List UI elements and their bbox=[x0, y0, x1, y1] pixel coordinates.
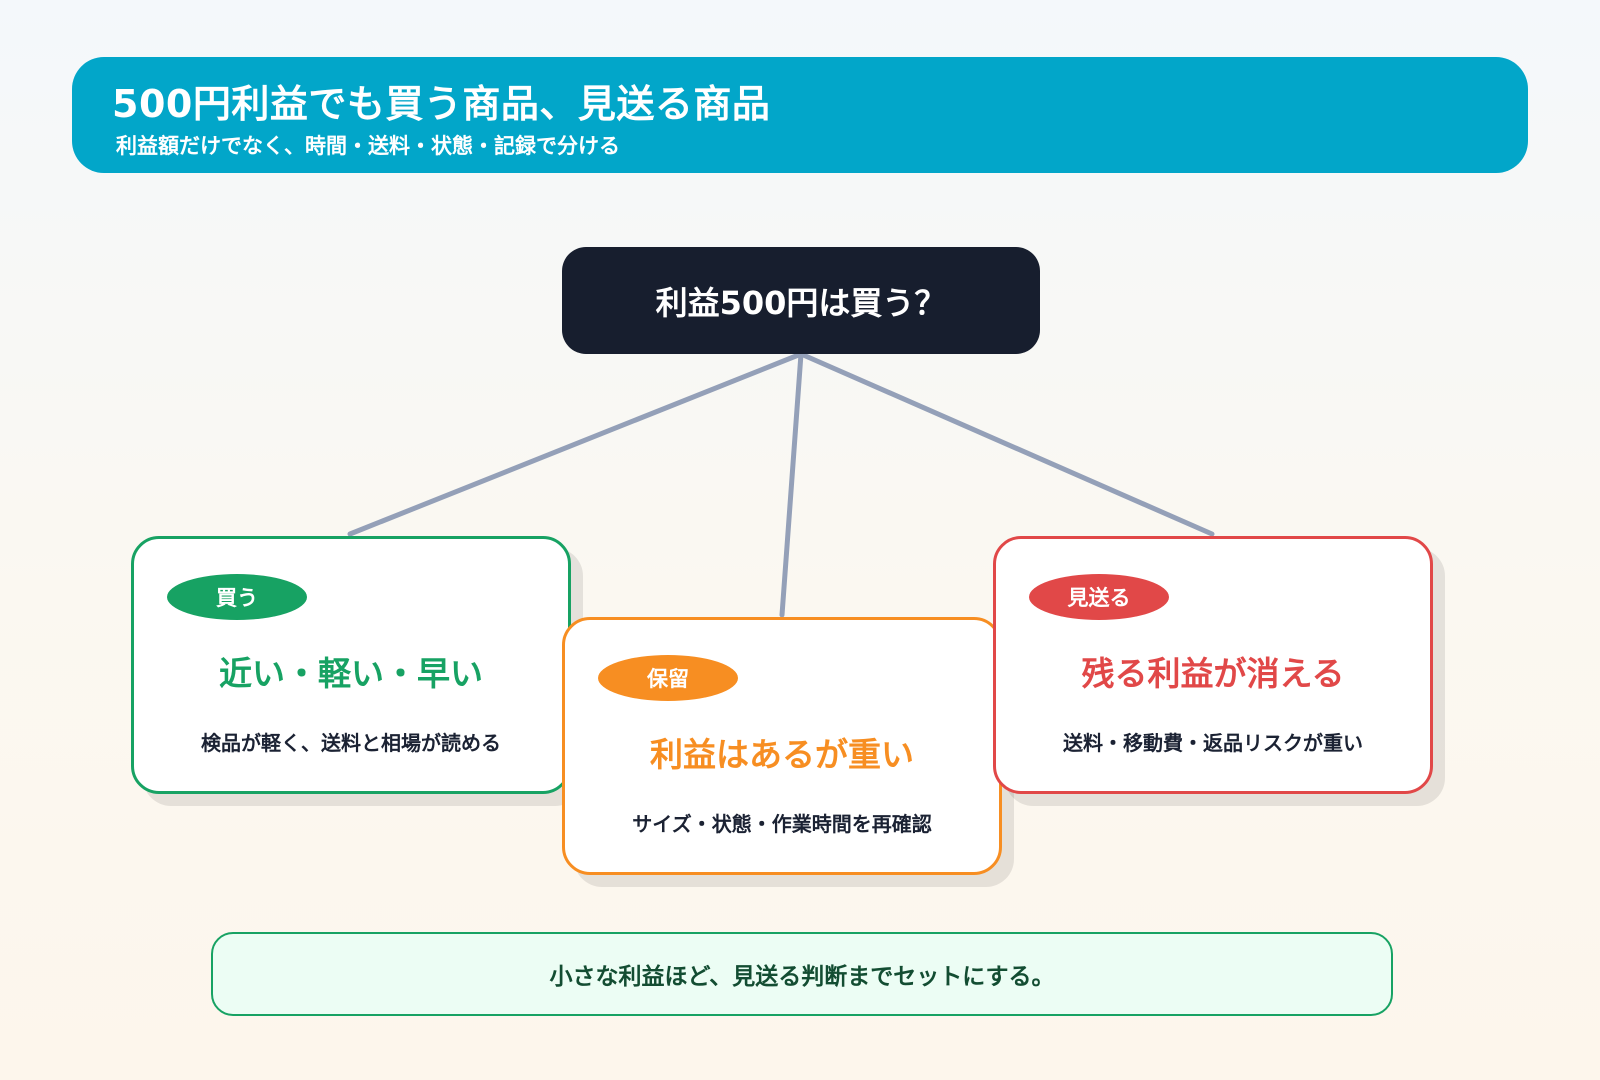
question-node: 利益500円は買う？ bbox=[562, 247, 1040, 354]
card-hold-detail: サイズ・状態・作業時間を再確認 bbox=[632, 812, 932, 836]
card-skip: 見送る 残る利益が消える 送料・移動費・返品リスクが重い bbox=[993, 536, 1433, 794]
card-buy-detail: 検品が軽く、送料と相場が読める bbox=[201, 731, 501, 755]
card-buy-headline: 近い・軽い・早い bbox=[219, 654, 483, 693]
card-skip-detail: 送料・移動費・返品リスクが重い bbox=[1063, 731, 1363, 755]
connector-to-buy bbox=[347, 351, 804, 537]
card-hold-headline: 利益はあるが重い bbox=[650, 735, 914, 774]
connector-to-hold bbox=[779, 351, 804, 618]
card-buy: 買う 近い・軽い・早い 検品が軽く、送料と相場が読める bbox=[131, 536, 571, 794]
card-skip-headline: 残る利益が消える bbox=[1081, 654, 1345, 693]
header-banner: 500円利益でも買う商品、見送る商品 利益額だけでなく、時間・送料・状態・記録で… bbox=[72, 57, 1528, 173]
page-subtitle: 利益額だけでなく、時間・送料・状態・記録で分ける bbox=[116, 134, 620, 158]
connector-to-skip bbox=[798, 351, 1215, 537]
footer-callout: 小さな利益ほど、見送る判断までセットにする。 bbox=[211, 932, 1393, 1016]
badge-skip: 見送る bbox=[1029, 574, 1169, 620]
question-text: 利益500円は買う？ bbox=[655, 283, 947, 322]
badge-buy: 買う bbox=[167, 574, 307, 620]
badge-hold: 保留 bbox=[598, 655, 738, 701]
footer-text: 小さな利益ほど、見送る判断までセットにする。 bbox=[549, 964, 1055, 990]
page-title: 500円利益でも買う商品、見送る商品 bbox=[112, 82, 771, 126]
card-hold: 保留 利益はあるが重い サイズ・状態・作業時間を再確認 bbox=[562, 617, 1002, 875]
